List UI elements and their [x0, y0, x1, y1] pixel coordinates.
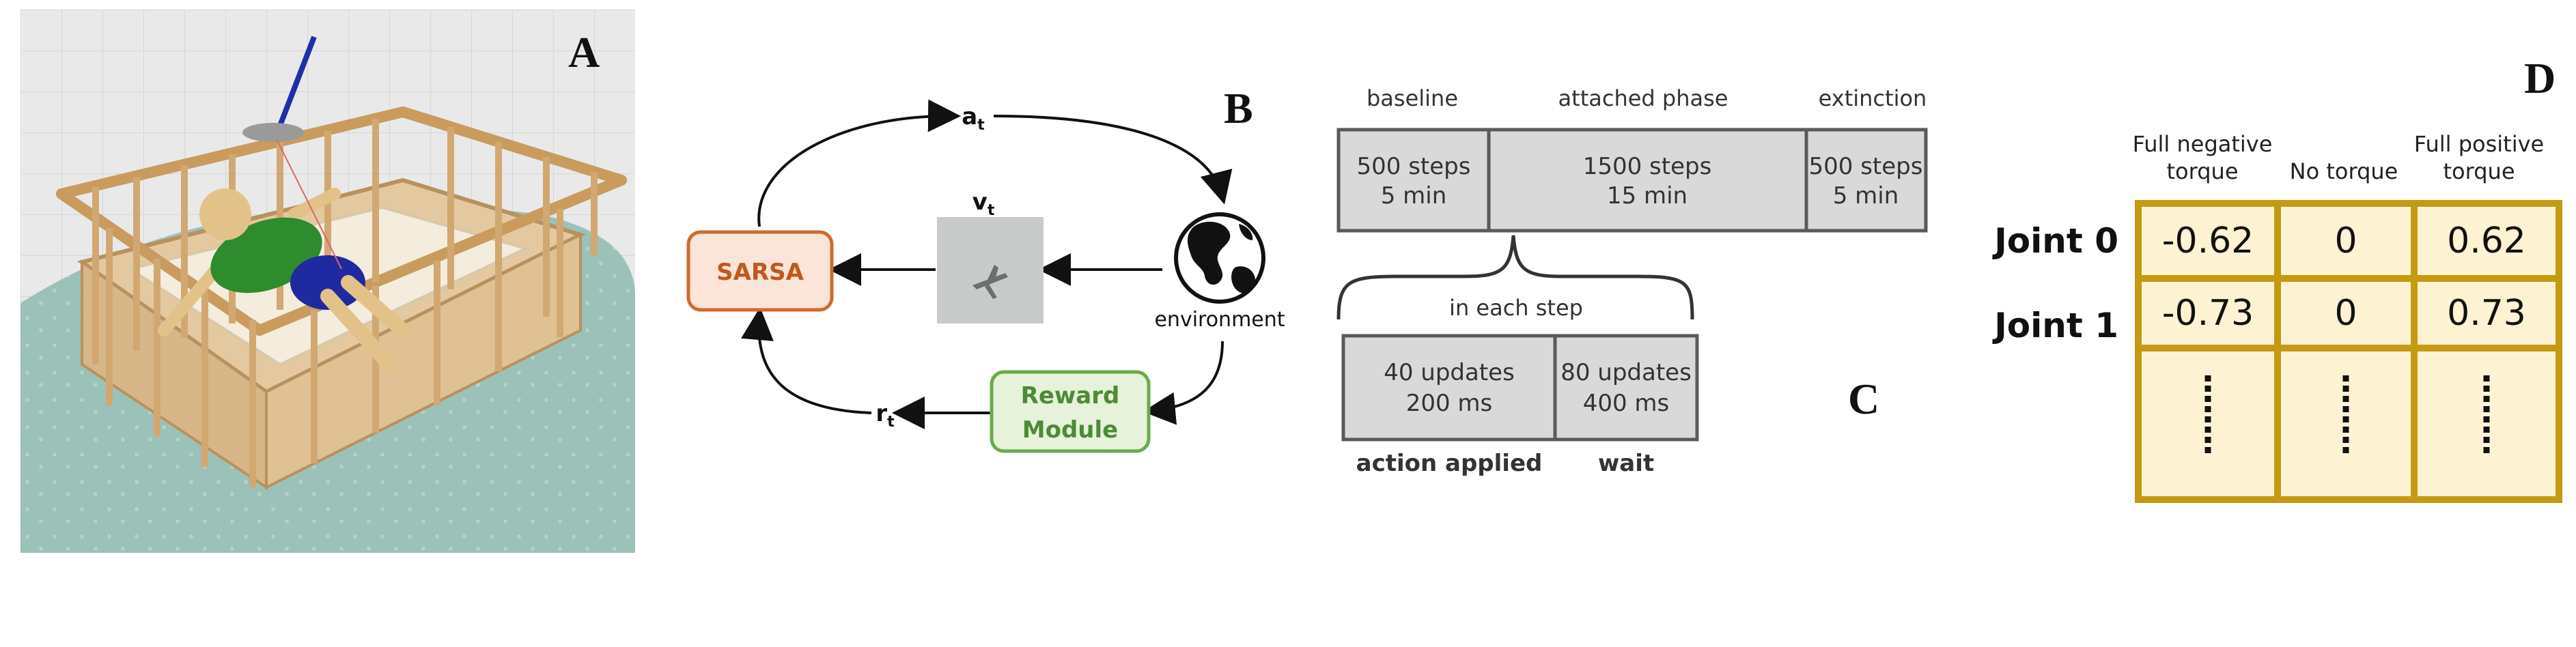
row-label-joint-1: Joint 1 — [1992, 306, 2118, 345]
row-label-joint-0: Joint 0 — [1992, 221, 2118, 261]
substep-caption-action: action applied — [1356, 450, 1543, 477]
phase-time-extinction: 5 min — [1833, 182, 1899, 210]
panel-label-b: B — [1224, 84, 1253, 132]
step-brace — [1336, 235, 1694, 320]
attachment-string — [276, 139, 342, 270]
column-header-positive-2: torque — [2444, 158, 2515, 184]
observation-image — [937, 217, 1044, 324]
arrow-action-to-environment — [993, 115, 1233, 205]
globe-icon — [1174, 212, 1265, 304]
sarsa-label: SARSA — [716, 259, 804, 286]
reward-module-label-1: Reward — [1021, 382, 1120, 409]
phase-header-baseline: baseline — [1367, 85, 1458, 111]
mobile-rod — [277, 35, 317, 127]
reward-module-label-2: Module — [1022, 416, 1118, 444]
obs-label: vt — [972, 188, 995, 219]
substep-caption-wait: wait — [1598, 450, 1654, 477]
phase-steps-baseline: 500 steps — [1357, 153, 1471, 180]
reward-module-box — [990, 370, 1151, 453]
phase-box-baseline — [1336, 128, 1491, 233]
mobile-plane — [242, 123, 304, 142]
cell-joint0-positive: 0.62 — [2447, 220, 2526, 261]
column-header-positive-1: Full positive — [2414, 131, 2544, 157]
substep-box-wait — [1553, 334, 1699, 442]
panel-a — [20, 10, 635, 553]
phase-box-attached — [1487, 128, 1808, 233]
substep-updates-wait: 80 updates — [1560, 359, 1692, 386]
ellipsis-rows — [2204, 375, 2490, 456]
substep-time-wait: 400 ms — [1583, 390, 1670, 417]
plane-icon — [972, 265, 1008, 299]
substep-box-action — [1341, 334, 1557, 442]
panel-label-c: C — [1848, 375, 1880, 423]
cell-joint1-negative: -0.73 — [2162, 293, 2254, 334]
phase-steps-extinction: 500 steps — [1809, 153, 1923, 180]
arrow-rt-to-agent — [741, 307, 872, 414]
arrow-agent-to-action — [757, 99, 961, 227]
environment-label: environment — [1154, 308, 1285, 332]
substep-time-action: 200 ms — [1406, 390, 1493, 417]
cell-joint0-none: 0 — [2334, 220, 2357, 261]
panel-label-d: D — [2524, 54, 2556, 102]
phase-time-attached: 15 min — [1607, 182, 1688, 210]
step-label: in each step — [1449, 295, 1583, 321]
substep-updates-action: 40 updates — [1384, 359, 1515, 386]
panel-label-a: A — [568, 28, 600, 76]
cell-joint1-positive: 0.73 — [2447, 293, 2526, 334]
cell-joint1-none: 0 — [2334, 293, 2357, 334]
phase-box-extinction — [1804, 128, 1928, 233]
phase-header-attached: attached phase — [1558, 85, 1728, 111]
action-table — [2135, 200, 2562, 503]
phase-time-baseline: 5 min — [1381, 182, 1447, 210]
phase-steps-attached: 1500 steps — [1583, 153, 1712, 180]
action-label: at — [962, 103, 985, 134]
crib-scene-illustration — [20, 10, 635, 553]
phase-header-extinction: extinction — [1819, 85, 1927, 111]
infant-model — [158, 188, 410, 372]
cell-joint0-negative: -0.62 — [2162, 220, 2254, 261]
reward-label: rt — [876, 400, 895, 431]
arrow-environment-to-reward — [1143, 341, 1224, 425]
sarsa-agent-box — [686, 230, 834, 312]
column-header-negative-2: torque — [2167, 158, 2239, 184]
column-header-negative-1: Full negative — [2133, 131, 2273, 157]
column-header-none: No torque — [2290, 158, 2398, 184]
